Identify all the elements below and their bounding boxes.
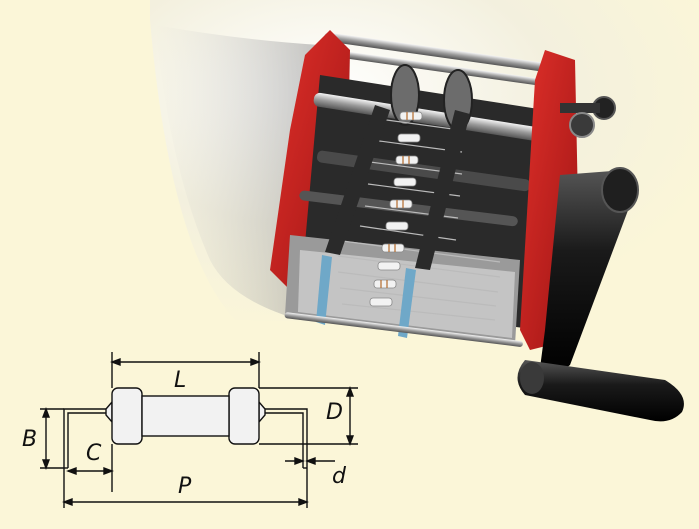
label-b: B (22, 427, 38, 452)
lead-bending-machine (270, 30, 684, 422)
label-small-d: d (332, 464, 346, 489)
crank-handle-collar (520, 362, 544, 394)
right-guide-bar (415, 110, 470, 270)
component-dimension-drawing (40, 352, 358, 508)
b-arrows (41, 407, 51, 470)
forming-wheel (390, 64, 420, 126)
right-lead (265, 412, 304, 468)
resistor-core (141, 395, 230, 437)
left-end-cap (111, 387, 143, 445)
label-p: P (178, 474, 192, 499)
c-arrows (66, 466, 114, 476)
left-lead (67, 412, 106, 468)
tie-rod (324, 32, 563, 74)
label-d: D (326, 400, 343, 425)
tape-strip-right (398, 268, 416, 338)
tape-strip-left (316, 255, 332, 325)
d-arrows (345, 386, 355, 446)
crank-arm (540, 170, 634, 373)
knob-shaft (560, 103, 600, 113)
small-d-arrows (294, 456, 316, 466)
resistor-stack (369, 111, 423, 307)
right-lead-outline (265, 408, 308, 468)
label-l: L (174, 368, 187, 393)
label-c: C (86, 441, 102, 466)
bottom-rod (284, 312, 523, 347)
resistor-body (105, 387, 266, 445)
p-arrows (62, 497, 309, 507)
right-end-cap (228, 387, 260, 445)
crank-hub (601, 167, 639, 213)
spindle-hub (569, 112, 595, 138)
upper-shaft (313, 92, 542, 141)
crank-handle-grip (517, 360, 684, 422)
resistor-color-bands (380, 112, 414, 288)
tie-rod (321, 48, 560, 88)
l-arrows (110, 357, 261, 367)
left-guide-bar (325, 105, 390, 255)
